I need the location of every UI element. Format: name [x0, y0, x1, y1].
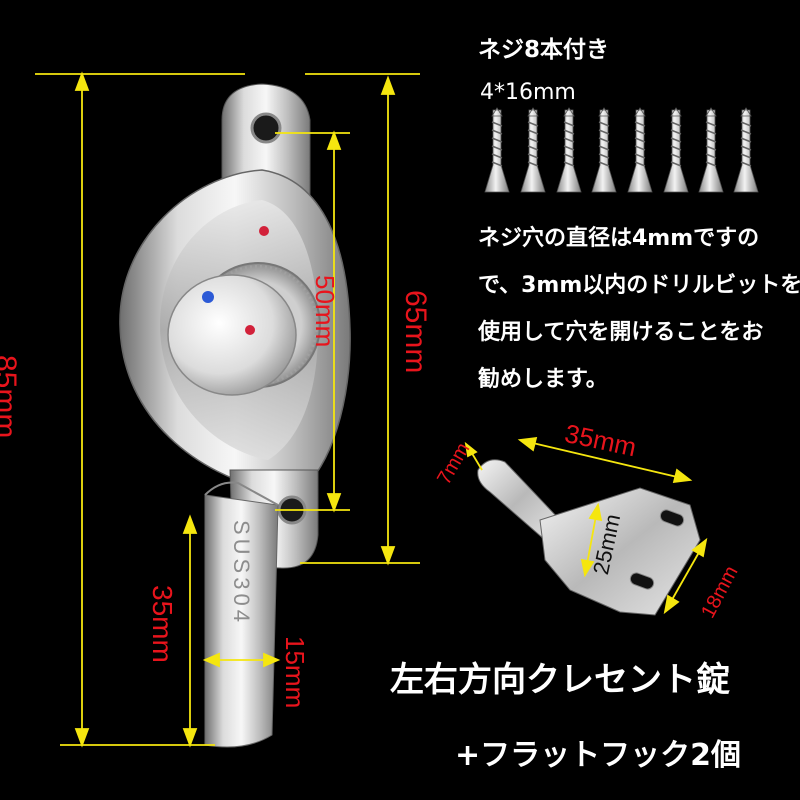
screw [484, 107, 510, 193]
dim-15mm: 15mm [280, 636, 310, 709]
screw-set [484, 107, 759, 193]
screw [627, 107, 653, 193]
screw [520, 107, 546, 193]
crescent-lock [119, 83, 351, 748]
screws-size: 4*16mm [480, 80, 576, 105]
drill-note-line: ネジ穴の直径は4mmですの [478, 226, 760, 251]
hook-slot-top [659, 509, 685, 527]
product-name-line2: +フラットフック2個 [455, 738, 742, 773]
dim-35mm-lever: 35mm [147, 585, 178, 663]
lock-top-hole [250, 112, 282, 144]
hook-slot-bottom [629, 572, 655, 590]
dim-85mm: 85mm [0, 355, 22, 439]
screw [556, 107, 582, 193]
hook-dimension-lines [464, 436, 708, 615]
screw [698, 107, 724, 193]
dim-50mm: 50mm [310, 275, 340, 348]
screws-title: ネジ8本付き [478, 37, 610, 63]
red-marker-dot [259, 226, 269, 236]
screw [663, 107, 689, 193]
lock-knob-face [167, 274, 297, 396]
drill-note-line: 勧めします。 [478, 367, 608, 392]
red-marker-dot-knob [245, 325, 255, 335]
lock-dimension-lines [35, 71, 420, 748]
flat-hook [477, 459, 701, 616]
hook-plate [539, 487, 701, 616]
screw [733, 107, 759, 193]
drill-note-line: 使用して穴を開けることをお [478, 320, 764, 345]
product-name-line1: 左右方向クレセント錠 [390, 660, 730, 700]
screw [591, 107, 617, 193]
blue-marker-dot [202, 291, 214, 303]
drill-note-line: で、3mm以内のドリルビットを [478, 273, 800, 298]
lever-engraving: SUS304 [229, 520, 254, 626]
dim-65mm: 65mm [399, 290, 432, 374]
